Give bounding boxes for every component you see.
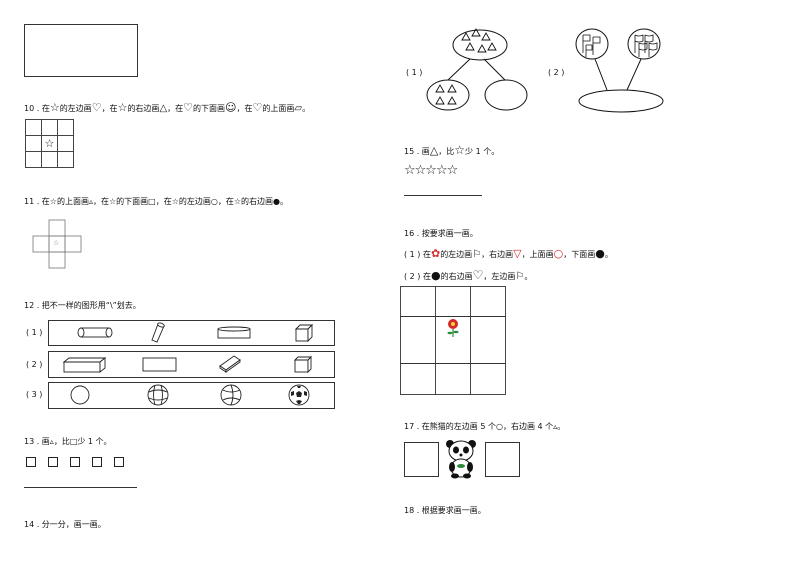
heart-icon: ♡ [183,101,194,114]
shape-row-2 [48,351,335,378]
soccer-ball-icon [288,384,310,406]
cylinder-flat-icon [217,326,251,339]
shape-row-1 [48,320,335,346]
rectangle-icon [142,357,177,372]
star-icon: ☆ [454,143,466,157]
answer-line [24,487,137,488]
star-icon: ☆ [41,135,58,152]
flower-icon [447,319,459,337]
smiley-icon: ☺ [225,101,237,114]
q16-grid [400,286,506,395]
filled-circle-icon: ● [595,247,605,260]
question-16-part-2: ( 2 ) 在●的右边画♡，左边画⚐。 [404,268,533,282]
volleyball-icon [220,384,242,406]
cuboid-long-icon [62,357,107,373]
answer-line [404,195,482,196]
filled-circle-icon: ● [430,269,441,282]
question-16-part-1: ( 1 ) 在✿的左边画⚐，右边画▽，上面画○，下面画●。 [404,247,613,260]
star-icon: ☆ [117,101,128,114]
question-10: 10 . 在☆的左边画♡，在☆的右边画△，在♡的下面画☺，在♡的上面画▱。 [24,101,311,114]
square-icon [92,457,102,467]
square-icon [48,457,58,467]
row-label-1: ( 1 ) [26,328,43,337]
shape-row-3 [48,382,335,409]
cylinder-horizontal-icon [77,327,113,338]
heart-icon: ♡ [252,101,263,114]
flag-icon: ⚐ [515,271,525,282]
triangle-icon: △ [159,103,168,114]
row-label-2: ( 2 ) [26,360,43,369]
volleyball-icon [147,384,169,406]
square-icon [70,457,80,467]
answer-box [24,24,138,77]
question-16: 16 . 按要求画一画。 [404,229,478,238]
left-answer-box [404,442,439,477]
cylinder-tilted-icon [151,322,165,343]
square-icon [114,457,124,467]
row-label-3: ( 3 ) [26,390,43,399]
heart-icon: ♡ [472,268,484,282]
triangle-down-icon: ▽ [513,247,522,260]
cuboid-tilted-icon [219,355,241,373]
label-1: ( 1 ) [406,68,423,77]
heart-icon: ♡ [91,101,102,114]
right-answer-box [485,442,520,477]
circle-icon: ○ [553,247,564,260]
circle-icon [70,385,90,405]
sort-diagram-triangles [426,28,528,111]
question-18: 18 . 根据要求画一画。 [404,506,486,515]
question-14: 14 . 分一分，画一画。 [24,520,106,529]
square-icon [26,457,36,467]
cube-icon [294,323,314,343]
question-15: 15 . 画△，比☆少 1 个。 [404,143,500,157]
star-icon: ☆ [53,239,60,247]
triangle-icon: △ [429,144,439,157]
star-icon: ☆ [49,101,60,114]
question-11: 11 . 在☆的上面画▵，在☆的下面画□，在☆的左边画○，在☆的右边画●。 [24,197,289,206]
question-12: 12 . 把不一样的图形用“\”划去。 [24,301,141,310]
parallelogram-icon: ▱ [294,103,303,114]
panda-icon [446,440,476,479]
q11-cross-grid [32,219,82,269]
question-13: 13 . 画▵，比□少 1 个。 [24,437,112,446]
question-17: 17 . 在熊猫的左边画 5 个○，右边画 4 个▵。 [404,422,566,431]
label-2: ( 2 ) [548,68,565,77]
flag-icon: ⚐ [472,249,482,260]
cube-small-icon [293,355,313,374]
sort-diagram-flags [575,28,664,113]
star-row: ☆☆☆☆☆ [404,163,458,178]
q10-grid: ☆ [25,119,74,168]
flower-icon: ✿ [430,247,441,260]
